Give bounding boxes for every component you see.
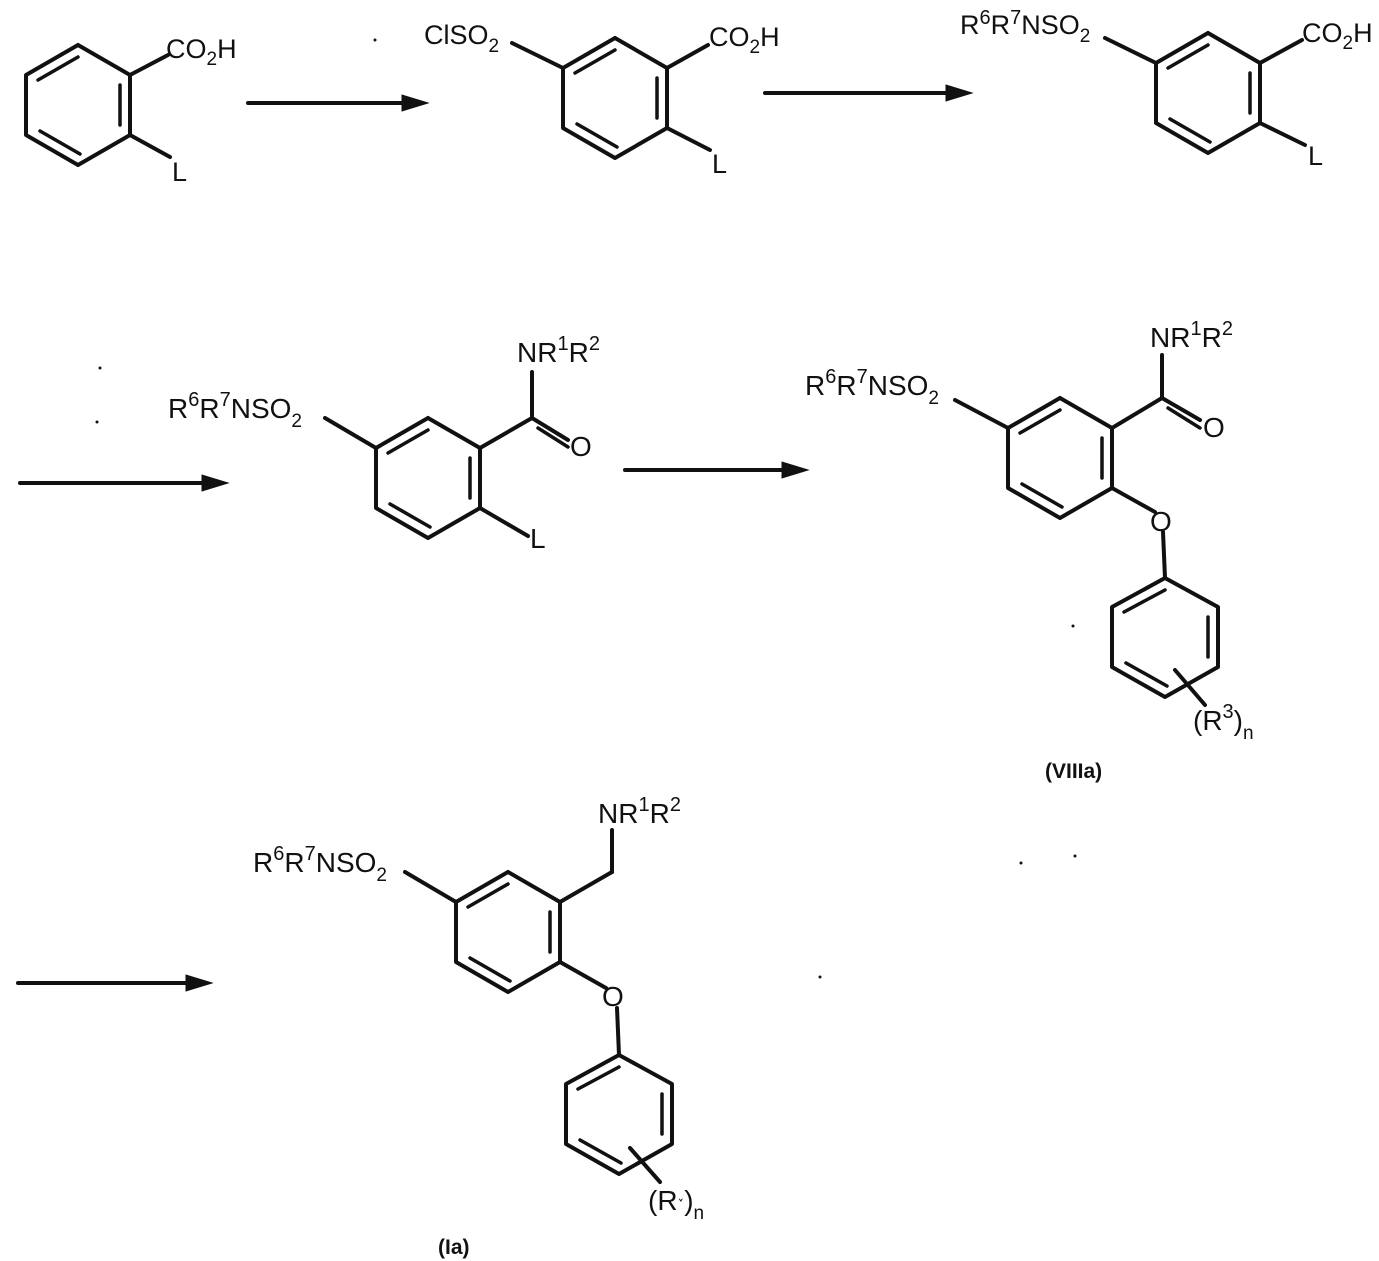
sulfonamide-label: R6R7NSO2 bbox=[168, 389, 302, 432]
carbonyl-bond bbox=[1112, 398, 1162, 428]
leaving-group-bond bbox=[130, 135, 170, 157]
sulfonamide-label: R6R7NSO2 bbox=[805, 366, 939, 409]
amine-label: NR1R2 bbox=[1150, 318, 1233, 353]
ring-double-bond bbox=[1020, 410, 1060, 433]
scan-specks bbox=[96, 39, 1077, 979]
ether-bond-lower bbox=[1163, 532, 1165, 578]
substituent-label: (R3)n bbox=[1193, 701, 1254, 744]
sulfonamide-label: R6R7NSO2 bbox=[253, 843, 387, 886]
ring-double-bond bbox=[580, 1140, 621, 1163]
acid-bond bbox=[667, 45, 708, 68]
ring-double-bond bbox=[40, 131, 80, 154]
benzene-ring bbox=[376, 418, 480, 538]
acid-group-label: CO2H bbox=[166, 34, 237, 70]
ether-oxygen-label: O bbox=[602, 981, 624, 1012]
ring-double-bond bbox=[388, 430, 428, 453]
compound-sulfonamide-acid: R6R7NSO2 CO2H L bbox=[960, 7, 1373, 171]
acid-group-label: CO2H bbox=[1302, 18, 1373, 54]
amine-label: NR1R2 bbox=[517, 333, 600, 368]
compound-viiia: R6R7NSO2 NR1R2 O O (R3)n (VIIIa) bbox=[805, 318, 1254, 783]
methylene-bond bbox=[560, 872, 612, 902]
ring-double-bond bbox=[575, 50, 615, 73]
ether-bond-upper bbox=[560, 962, 606, 988]
phenoxy-ring bbox=[1112, 578, 1218, 697]
compound-caption: (Ia) bbox=[438, 1236, 470, 1259]
sulfonyl-bond bbox=[512, 43, 563, 68]
benzene-ring bbox=[563, 38, 667, 158]
leaving-group-bond bbox=[1260, 123, 1305, 145]
ring-double-bond bbox=[468, 884, 508, 907]
phenoxy-ring bbox=[566, 1055, 672, 1174]
arrow-step-2 bbox=[765, 85, 972, 101]
sulfonyl-label: ClSO2 bbox=[424, 20, 499, 57]
acid-bond bbox=[1260, 40, 1302, 63]
leaving-group-label: L bbox=[712, 149, 727, 179]
arrow-step-5 bbox=[18, 975, 212, 991]
ring-double-bond bbox=[470, 958, 510, 981]
carbonyl-bond bbox=[480, 418, 532, 448]
ring-double-bond bbox=[38, 57, 78, 80]
compound-ia: R6R7NSO2 NR1R2 O (R˯)n (Ia) bbox=[253, 794, 704, 1259]
compound-start: CO2H L bbox=[26, 34, 237, 187]
sulfonamide-bond bbox=[955, 400, 1008, 428]
benzene-ring bbox=[1156, 33, 1260, 153]
substituent-label: (R˯)n bbox=[648, 1181, 704, 1224]
leaving-group-label: L bbox=[1308, 141, 1323, 171]
acid-bond bbox=[130, 55, 168, 75]
arrow-step-1 bbox=[248, 95, 428, 111]
ring-double-bond bbox=[390, 504, 430, 527]
compound-chlorosulfonyl: ClSO2 CO2H L bbox=[424, 20, 780, 179]
ring-double-bond bbox=[1022, 484, 1062, 507]
benzene-ring bbox=[1008, 398, 1112, 518]
ether-bond-upper bbox=[1112, 488, 1155, 512]
leaving-group-bond bbox=[667, 128, 710, 150]
ring-double-bond bbox=[578, 1067, 619, 1089]
ring-double-bond bbox=[1168, 45, 1208, 68]
carbonyl-oxygen-label: O bbox=[570, 431, 592, 462]
leaving-group-label: L bbox=[172, 157, 187, 187]
leaving-group-label: L bbox=[530, 523, 546, 554]
compound-amide: R6R7NSO2 NR1R2 O L bbox=[168, 333, 600, 554]
amine-label: NR1R2 bbox=[598, 794, 681, 829]
ring-double-bond bbox=[1124, 590, 1165, 612]
sulfonamide-bond bbox=[1105, 38, 1156, 63]
ring-double-bond bbox=[1170, 119, 1210, 142]
arrow-step-4 bbox=[625, 462, 808, 478]
acid-group-label: CO2H bbox=[709, 22, 780, 58]
benzene-ring bbox=[26, 45, 130, 165]
benzene-ring bbox=[456, 872, 560, 992]
arrow-step-3 bbox=[20, 475, 228, 491]
carbonyl-oxygen-label: O bbox=[1203, 412, 1225, 443]
leaving-group-bond bbox=[480, 508, 528, 536]
sulfonamide-label: R6R7NSO2 bbox=[960, 7, 1090, 47]
sulfonamide-bond bbox=[405, 872, 456, 902]
ether-bond-lower bbox=[617, 1008, 619, 1055]
ring-double-bond bbox=[577, 124, 617, 147]
ether-oxygen-label: O bbox=[1150, 506, 1172, 537]
compound-caption: (VIIIa) bbox=[1045, 760, 1102, 783]
sulfonamide-bond bbox=[325, 418, 376, 448]
ring-double-bond bbox=[1126, 663, 1167, 686]
